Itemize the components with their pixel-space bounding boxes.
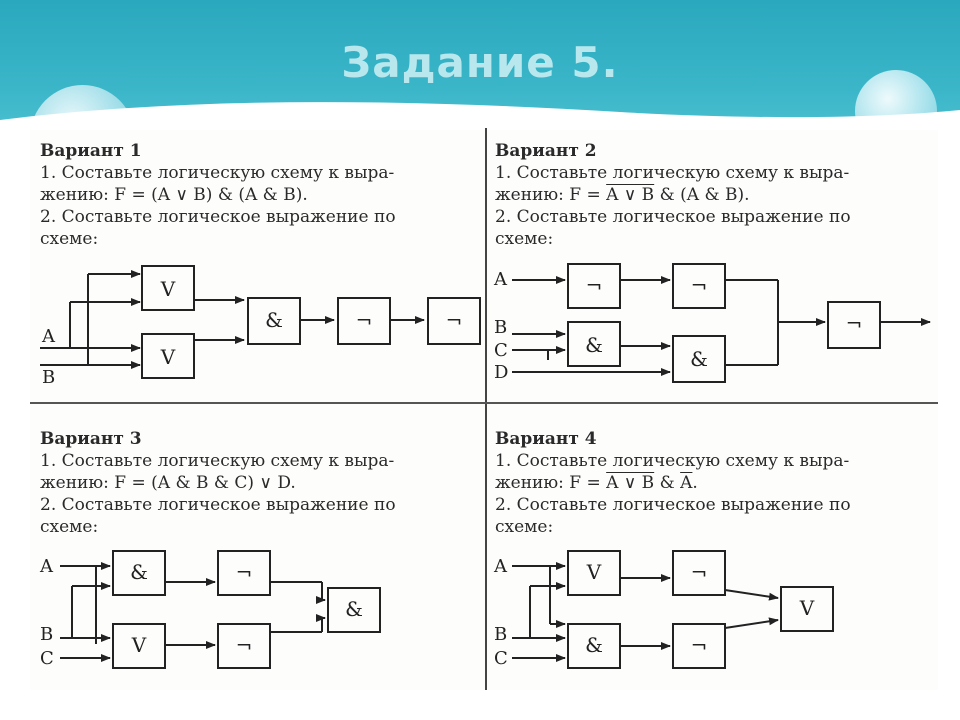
variant-4: Вариант 4 1. Составьте логическую схему …: [495, 428, 851, 538]
scheme-1-input-a: A: [41, 326, 56, 347]
variant-2-task2-cont: схеме:: [495, 229, 554, 249]
scheme-4-input-c: C: [494, 648, 508, 669]
variant-1-title: Вариант 1: [40, 141, 142, 161]
variant-1-task2: 2. Составьте логическое выражение по: [40, 207, 396, 227]
variant-2-formula-c: & (A & B).: [654, 185, 750, 205]
variant-1-formula-prefix: жению:: [40, 185, 115, 205]
variant-3: Вариант 3 1. Составьте логическую схему …: [40, 428, 396, 538]
vertical-divider: [485, 128, 487, 690]
scheme-3-gate-not-2: ¬: [236, 633, 253, 657]
variant-2-task2: 2. Составьте логическое выражение по: [495, 207, 851, 227]
scheme-1-gate-or-top: V: [160, 277, 176, 301]
scheme-1-gate-not-2: ¬: [446, 308, 463, 332]
variant-4-title: Вариант 4: [495, 429, 597, 449]
scheme-1-gate-not-1: ¬: [356, 308, 373, 332]
scheme-2-input-c: C: [494, 340, 508, 361]
variant-1-formula-line: жению: F = (A ∨ B) & (A & B).: [40, 184, 396, 206]
variant-2-task1: 1. Составьте логическую схему к выра-: [495, 163, 850, 183]
variant-4-formula-negated: A ∨ B: [606, 473, 655, 493]
scheme-3-gate-and-1: &: [130, 560, 148, 584]
variant-4-formula-negated-a: A: [680, 473, 693, 493]
worksheet-scan: [30, 130, 938, 690]
variant-1-task1: 1. Составьте логическую схему к выра-: [40, 163, 395, 183]
variant-4-formula-e: .: [692, 473, 698, 493]
scheme-4-gate-not-2: ¬: [691, 633, 708, 657]
scheme-3-gate-or: V: [131, 633, 147, 657]
scheme-4-gate-or-1: V: [586, 560, 602, 584]
variant-2: Вариант 2 1. Составьте логическую схему …: [495, 140, 851, 250]
scheme-3-gate-and-2: &: [345, 597, 363, 621]
scheme-2-gate-not-2: ¬: [691, 273, 708, 297]
variant-1-formula: F = (A ∨ B) & (A & B).: [114, 185, 308, 205]
scheme-2-gate-not-3: ¬: [846, 311, 863, 335]
scheme-3-input-a: A: [39, 556, 54, 577]
variant-3-task2: 2. Составьте логическое выражение по: [40, 495, 396, 515]
scheme-2-gate-not-1: ¬: [586, 273, 603, 297]
variant-2-formula-prefix: жению:: [495, 185, 570, 205]
variant-4-formula-prefix: жению:: [495, 473, 570, 493]
scheme-3-input-c: C: [40, 648, 54, 669]
scheme-1-gate-or-bottom: V: [160, 345, 176, 369]
variant-2-formula-line: жению: F = A ∨ B & (A & B).: [495, 184, 851, 206]
scheme-4-input-a: A: [493, 556, 508, 577]
scheme-2-input-b: B: [494, 317, 507, 338]
variant-3-task2-cont: схеме:: [40, 517, 99, 537]
scheme-1-input-b: B: [42, 367, 55, 388]
variant-3-formula: F = (A & B & C) ∨ D.: [114, 473, 296, 493]
scheme-4-gate-and: &: [585, 633, 603, 657]
scheme-4-gate-or-2: V: [799, 596, 815, 620]
variant-4-task2-cont: схеме:: [495, 517, 554, 537]
variant-4-task1: 1. Составьте логическую схему к выра-: [495, 451, 850, 471]
variant-3-formula-prefix: жению:: [40, 473, 115, 493]
variant-4-formula-a: F =: [569, 473, 607, 493]
scheme-3-input-b: B: [40, 624, 53, 645]
scheme-2-gate-and-2: &: [690, 347, 708, 371]
variant-4-formula-c: &: [654, 473, 681, 493]
scheme-4-input-b: B: [494, 624, 507, 645]
variant-4-task2: 2. Составьте логическое выражение по: [495, 495, 851, 515]
scheme-2-input-d: D: [494, 362, 508, 383]
scheme-2-input-a: A: [493, 269, 508, 290]
variant-3-task1: 1. Составьте логическую схему к выра-: [40, 451, 395, 471]
variant-2-title: Вариант 2: [495, 141, 597, 161]
variant-1: Вариант 1 1. Составьте логическую схему …: [40, 140, 396, 250]
variant-3-formula-line: жению: F = (A & B & C) ∨ D.: [40, 472, 396, 494]
slide-title: Задание 5.: [341, 38, 619, 87]
variant-1-task2-cont: схеме:: [40, 229, 99, 249]
scheme-3-gate-not-1: ¬: [236, 560, 253, 584]
variant-3-title: Вариант 3: [40, 429, 142, 449]
scheme-1-gate-and: &: [265, 308, 283, 332]
scheme-4-gate-not-1: ¬: [691, 560, 708, 584]
variant-2-formula-a: F =: [569, 185, 607, 205]
scheme-2-gate-and-1: &: [585, 333, 603, 357]
horizontal-divider: [30, 402, 938, 404]
variant-4-formula-line: жению: F = A ∨ B & A.: [495, 472, 851, 494]
variant-2-formula-negated: A ∨ B: [606, 185, 655, 205]
